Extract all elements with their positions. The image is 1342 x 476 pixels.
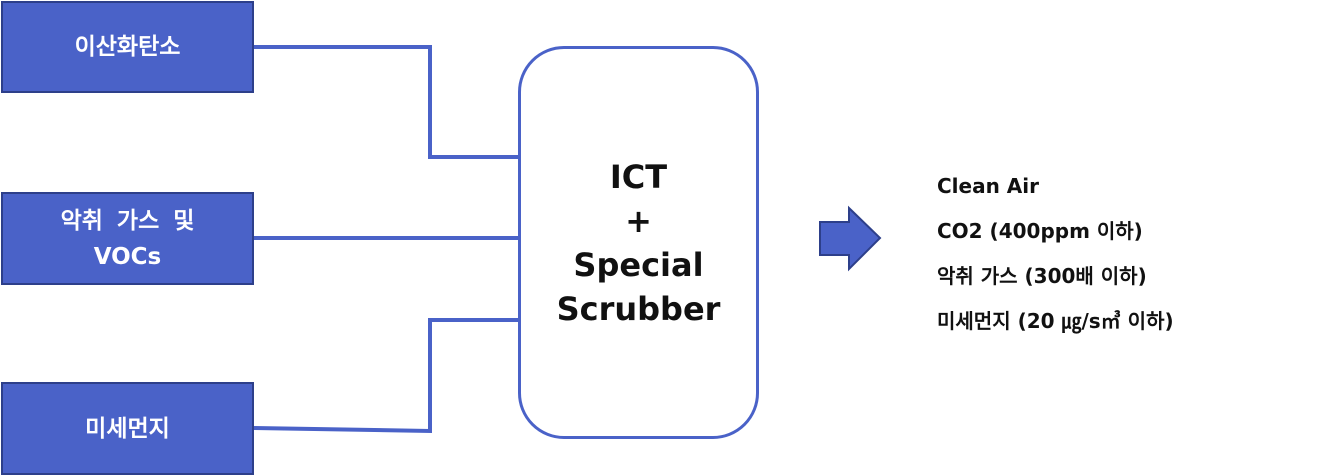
output-item-clean-air: Clean Air xyxy=(937,174,1039,198)
input-co2-label: 이산화탄소 xyxy=(74,34,181,60)
process-box: ICT + Special Scrubber xyxy=(518,46,759,439)
connector-dust xyxy=(253,318,518,434)
process-line-1: ICT xyxy=(609,157,668,196)
input-co2-box: 이산화탄소 xyxy=(1,1,254,93)
input-odor-voc-box: 악취 가스 및 VOCs xyxy=(1,192,254,285)
output-item-co2: CO2 (400ppm 이하) xyxy=(937,219,1143,243)
process-line-2: + xyxy=(625,201,652,240)
output-list: Clean Air CO2 (400ppm 이하) 악취 가스 (300배 이하… xyxy=(937,164,1174,344)
output-item-odor: 악취 가스 (300배 이하) xyxy=(937,264,1147,288)
input-odor-label-line1: 악취 가스 및 xyxy=(60,207,195,234)
process-line-4: Scrubber xyxy=(556,289,721,328)
input-odor-label-line2: VOCs xyxy=(93,243,162,270)
process-line-3: Special xyxy=(573,245,704,284)
input-dust-label: 미세먼지 xyxy=(85,415,170,442)
input-dust-box: 미세먼지 xyxy=(1,382,254,475)
connector-co2 xyxy=(254,45,518,159)
output-item-dust: 미세먼지 (20 ㎍/s㎥ 이하) xyxy=(937,309,1174,333)
right-arrow-icon xyxy=(819,205,882,272)
